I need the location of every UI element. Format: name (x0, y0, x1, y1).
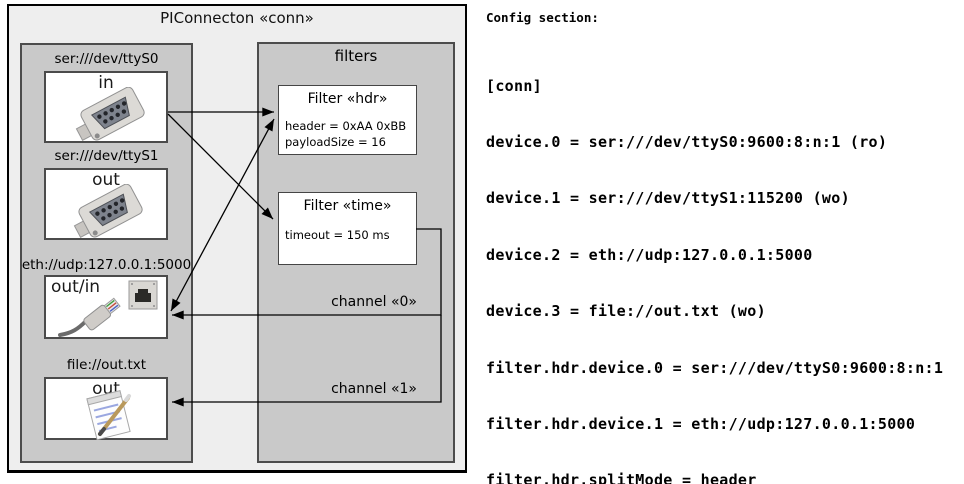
config-line: device.3 = file://out.txt (wo) (486, 302, 766, 321)
filter-box-time: Filter «time» timeout = 150 ms (278, 192, 417, 265)
device-box-ttys1: out (44, 168, 168, 240)
config-line: filter.hdr.device.1 = eth://udp:127.0.0.… (486, 414, 916, 433)
filter-box-hdr: Filter «hdr» header = 0xAA 0xBB payloadS… (278, 85, 417, 155)
device-label-ttys0: ser:///dev/ttyS0 (54, 51, 159, 67)
channel-0-label: channel «0» (331, 294, 417, 310)
device-direction-label: in (98, 73, 114, 93)
filter-title: Filter «time» (303, 198, 392, 214)
config-line: [conn] (486, 76, 542, 95)
channel-1-label: channel «1» (331, 381, 417, 397)
device-box-file: out (44, 377, 168, 440)
device-box-ttys0: in (44, 71, 168, 143)
config-section: Config section: [conn] device.0 = ser://… (486, 10, 964, 484)
ethernet-port-icon (128, 280, 158, 310)
diagram-title: PIConnecton «conn» (160, 9, 314, 27)
config-line: device.2 = eth://udp:127.0.0.1:5000 (486, 245, 813, 264)
notepad-icon (86, 390, 131, 440)
config-line: filter.hdr.device.0 = ser:///dev/ttyS0:9… (486, 358, 944, 377)
device-box-eth: out/in (44, 275, 168, 339)
serial-connector-icon (73, 184, 143, 238)
ethernet-plug-icon (58, 297, 121, 337)
filter-attribute: timeout = 150 ms (285, 228, 390, 242)
filter-title: Filter «hdr» (307, 91, 388, 107)
device-label-ttys1: ser:///dev/ttyS1 (54, 148, 159, 164)
device-label-eth: eth://udp:127.0.0.1:5000 (21, 257, 192, 273)
device-label-file: file://out.txt (66, 357, 147, 373)
config-lines: [conn] device.0 = ser:///dev/ttyS0:9600:… (486, 39, 964, 484)
filter-attribute: payloadSize = 16 (285, 135, 386, 149)
filters-panel-title: filters (334, 47, 378, 65)
device-direction-label: out (92, 170, 120, 190)
serial-connector-icon (75, 87, 145, 141)
config-line: device.1 = ser:///dev/ttyS1:115200 (wo) (486, 189, 850, 208)
filter-attribute: header = 0xAA 0xBB (285, 119, 407, 133)
device-direction-label: out/in (51, 277, 101, 297)
config-line: device.0 = ser:///dev/ttyS0:9600:8:n:1 (… (486, 132, 888, 151)
config-heading: Config section: (486, 10, 599, 25)
config-line: filter.hdr.splitMode = header (486, 471, 757, 484)
